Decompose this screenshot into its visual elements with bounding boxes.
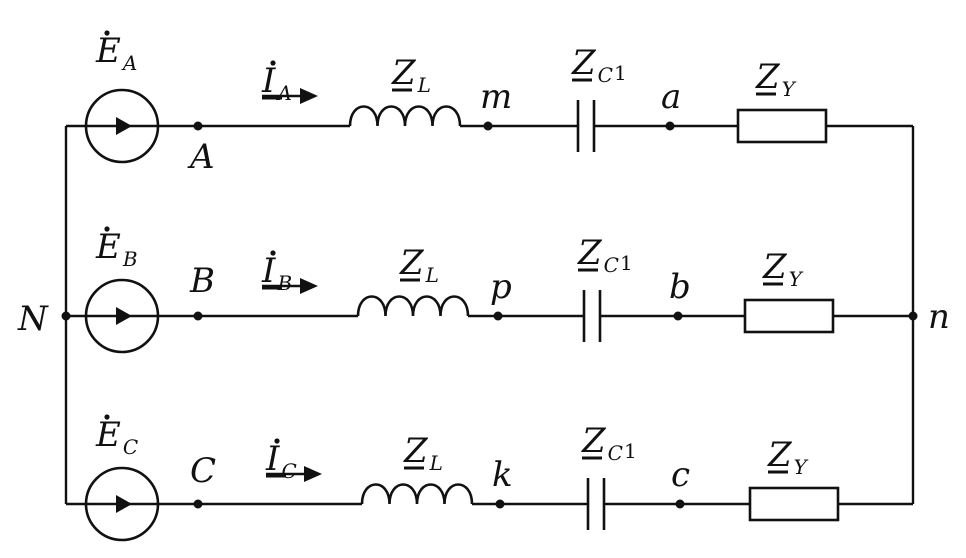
- inductor-C: [360, 483, 474, 505]
- node-A-dot: [193, 121, 203, 131]
- source-arrow-icon: [116, 117, 132, 135]
- node-a-dot: [665, 121, 675, 131]
- load-resistor-A: [736, 108, 828, 144]
- node-C-dot: [193, 499, 203, 509]
- svg-text:EA: EA: [95, 31, 137, 75]
- node-c-label: c: [671, 455, 690, 495]
- node-B-label: B: [189, 261, 215, 301]
- node-n-label: n: [928, 297, 950, 337]
- node-N-label: N: [17, 299, 49, 339]
- current-arrowhead-icon: [300, 278, 318, 294]
- node-m-label: m: [480, 77, 512, 117]
- current-arrowhead-icon: [300, 88, 318, 104]
- node-B-dot: [193, 311, 203, 321]
- node-b-dot: [673, 311, 683, 321]
- node-b-label: b: [669, 267, 691, 307]
- node-p-dot: [493, 311, 503, 321]
- node-k-dot: [495, 499, 505, 509]
- node-p-label: p: [490, 267, 512, 307]
- inductor-A: [348, 105, 462, 127]
- node-A-label: A: [187, 137, 215, 177]
- source-arrow-icon: [116, 307, 132, 325]
- node-c-dot: [675, 499, 685, 509]
- node-a-label: a: [661, 77, 681, 117]
- node-k-label: k: [492, 455, 513, 495]
- load-resistor-B: [743, 298, 835, 334]
- node-m-dot: [483, 121, 493, 131]
- svg-text:EB: EB: [95, 227, 138, 271]
- load-resistor-C: [748, 486, 840, 522]
- inductor-B: [356, 295, 470, 317]
- source-arrow-icon: [116, 495, 132, 513]
- node-C-label: C: [190, 451, 216, 491]
- svg-text:EC: EC: [95, 415, 138, 459]
- current-arrowhead-icon: [304, 466, 322, 482]
